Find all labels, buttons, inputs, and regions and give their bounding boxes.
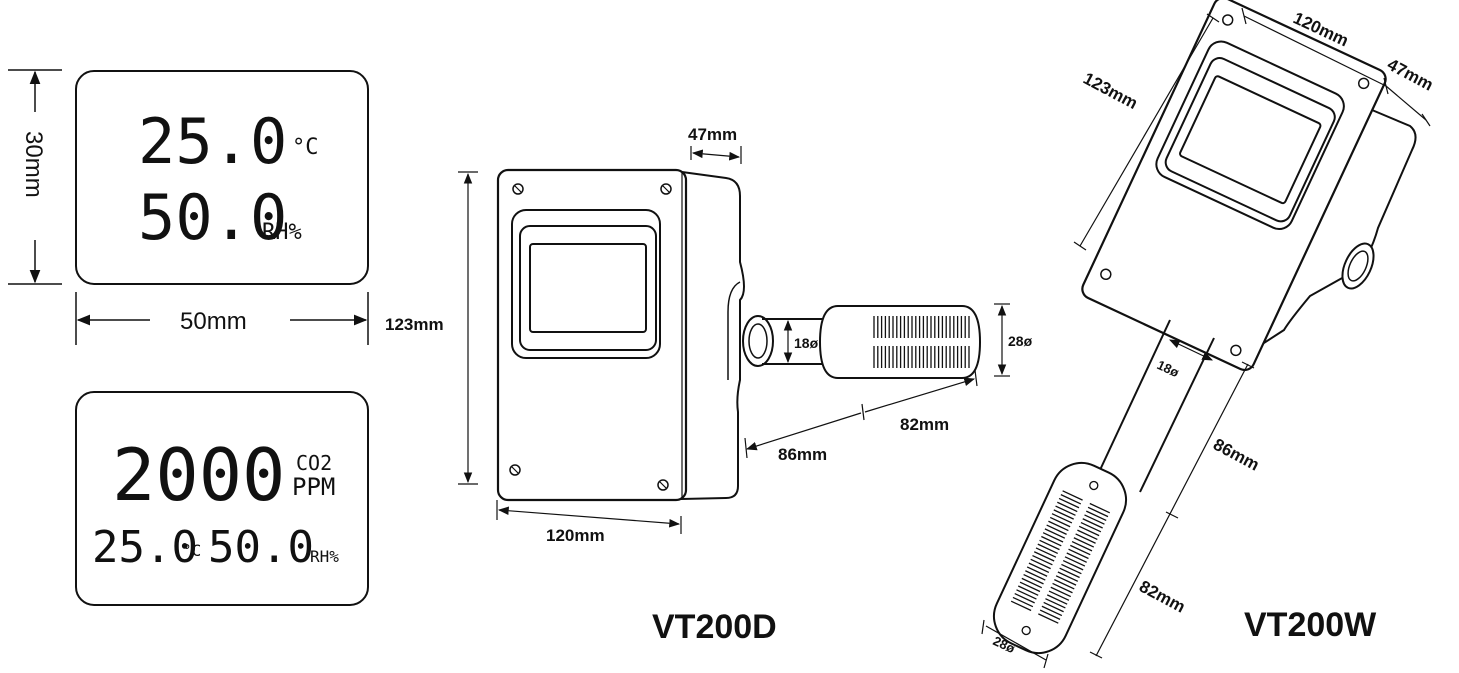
vt200w-height-label: 123mm (1080, 69, 1141, 113)
sensor-vent-rib (1055, 575, 1077, 586)
vt200w-model-label: VT200W (1244, 606, 1377, 644)
sensor-vent-rib (1021, 577, 1043, 589)
lcd-width-label: 50mm (180, 308, 247, 335)
sensor-vent-rib (1073, 537, 1095, 548)
sensor-vent-rib (1048, 520, 1069, 532)
sensor-vent-rib (1010, 600, 1032, 612)
vt200d-probe-len-label: 86mm (778, 445, 827, 464)
lcd-height-label: 30mm (20, 131, 47, 198)
sensor-vent-rib (1068, 548, 1089, 560)
vt200w-drawing (993, 0, 1417, 655)
sensor-vent-rib (1051, 513, 1073, 524)
sensor-vent-rib (1058, 497, 1080, 509)
sensor-vent-rib (1059, 567, 1080, 579)
sensor-vent-rib (1075, 533, 1096, 544)
sensor-vent-rib (1041, 535, 1062, 547)
lcd-bottom-humidity-unit: RH% (310, 547, 339, 566)
sensor-vent-rib (1035, 547, 1057, 558)
sensor-vent-rib (1026, 566, 1048, 577)
lcd-width-dimension: 50mm (75, 292, 369, 345)
vt200d-sensor-dia-label: 28ø (1008, 333, 1033, 349)
sensor-vent-rib (1019, 581, 1041, 593)
sensor-vent-rib (1023, 573, 1044, 585)
sensor-vent-rib (1025, 570, 1046, 581)
sensor-vent-rib (1077, 529, 1098, 541)
sensor-vent-rib (1030, 558, 1051, 570)
sensor-vent-rib (1043, 601, 1064, 613)
lcd-temp-value: 25.0 (138, 105, 287, 178)
sensor-vent-rib (1070, 544, 1091, 556)
sensor-vent-rib (1016, 589, 1037, 600)
sensor-vent-rib (1052, 582, 1073, 594)
sensor-vent-rib (1060, 494, 1082, 505)
sensor-vent-rib (1049, 516, 1071, 528)
sensor-vent-rib (1078, 525, 1100, 537)
sensor-vent-rib (1064, 556, 1086, 567)
sensor-vent-rib (1048, 590, 1070, 601)
sensor-vent-rib (1046, 524, 1067, 535)
vt200d-probe-dia-label: 18ø (794, 335, 819, 351)
sensor-vent-rib (1057, 571, 1079, 582)
lcd-co2-value: 2000 (112, 433, 285, 517)
sensor-vent-rib (1028, 562, 1050, 574)
sensor-vent-rib (1045, 598, 1066, 609)
sensor-vent-rib (1017, 585, 1039, 596)
vt200w-sensor-len-label: 82mm (1136, 577, 1188, 617)
vt200d-depth-label: 47mm (688, 125, 737, 144)
lcd-bottom-temp-unit: °C (182, 541, 201, 560)
sensor-vent-rib (1082, 518, 1103, 529)
sensor-vent-rib (1087, 506, 1109, 518)
sensor-vent-rib (1032, 554, 1053, 566)
sensor-vent-rib (1012, 596, 1034, 608)
sensor-vent-rib (1071, 540, 1093, 552)
lcd-co2-unit: PPM (292, 473, 335, 501)
sensor-vent-rib (1038, 613, 1059, 624)
sensor-vent-rib (1062, 560, 1084, 571)
sensor-vent-rib (1041, 605, 1063, 617)
vt200d-width-label: 120mm (546, 526, 605, 545)
sensor-vent-rib (1044, 528, 1066, 539)
sensor-vent-rib (1039, 539, 1060, 551)
vt200d-height-label: 123mm (385, 315, 444, 334)
sensor-vent-rib (1066, 552, 1087, 563)
sensor-vent-rib (1014, 593, 1035, 604)
sensor-vent-rib (1050, 586, 1071, 598)
sensor-vent-rib (1042, 532, 1064, 543)
sensor-vent-rib (1055, 505, 1076, 516)
sensor-vent-rib (1033, 551, 1055, 562)
sensor-vent-rib (1062, 490, 1083, 501)
vt200d-drawing (496, 168, 982, 502)
lcd-humidity-unit: RH% (262, 220, 302, 245)
lcd-display-co2: 2000 CO2 PPM 25.0 °C 50.0 RH% (75, 391, 369, 606)
sensor-vent-rib (1054, 579, 1075, 590)
vt200w-probe-len-label: 86mm (1210, 435, 1262, 475)
sensor-vent-rib (1053, 509, 1074, 520)
lcd-humidity-value: 50.0 (138, 181, 287, 254)
lcd-bottom-temp: 25.0 (92, 522, 198, 573)
sensor-vent-rib (1084, 514, 1105, 525)
lcd-display-temp-humidity: 25.0 °C 50.0 RH% (75, 70, 369, 285)
lcd-height-dimension: 30mm (8, 69, 62, 285)
sensor-vent-rib (1080, 521, 1102, 533)
sensor-vent-rib (1039, 609, 1061, 620)
vt200d-dimensions: 123mm 47mm 120mm 18ø 28ø 86mm 82mm (385, 125, 1033, 545)
lcd-co2-label: CO2 (296, 451, 332, 475)
vt200d-sensor-len-label: 82mm (900, 415, 949, 434)
sensor-vent-rib (1046, 594, 1068, 605)
vt200d-model-label: VT200D (652, 608, 777, 646)
lcd-temp-unit: °C (292, 135, 319, 160)
vt200w-probe-dia-label: 18ø (1155, 357, 1182, 380)
sensor-vent-rib (1086, 510, 1107, 521)
sensor-vent-rib (1057, 501, 1078, 513)
lcd-bottom-humidity: 50.0 (208, 522, 314, 573)
sensor-vent-rib (1037, 543, 1059, 554)
vt200w-depth-label: 47mm (1384, 55, 1436, 95)
sensor-vent-rib (1089, 502, 1111, 514)
sensor-vent-rib (1061, 563, 1082, 575)
